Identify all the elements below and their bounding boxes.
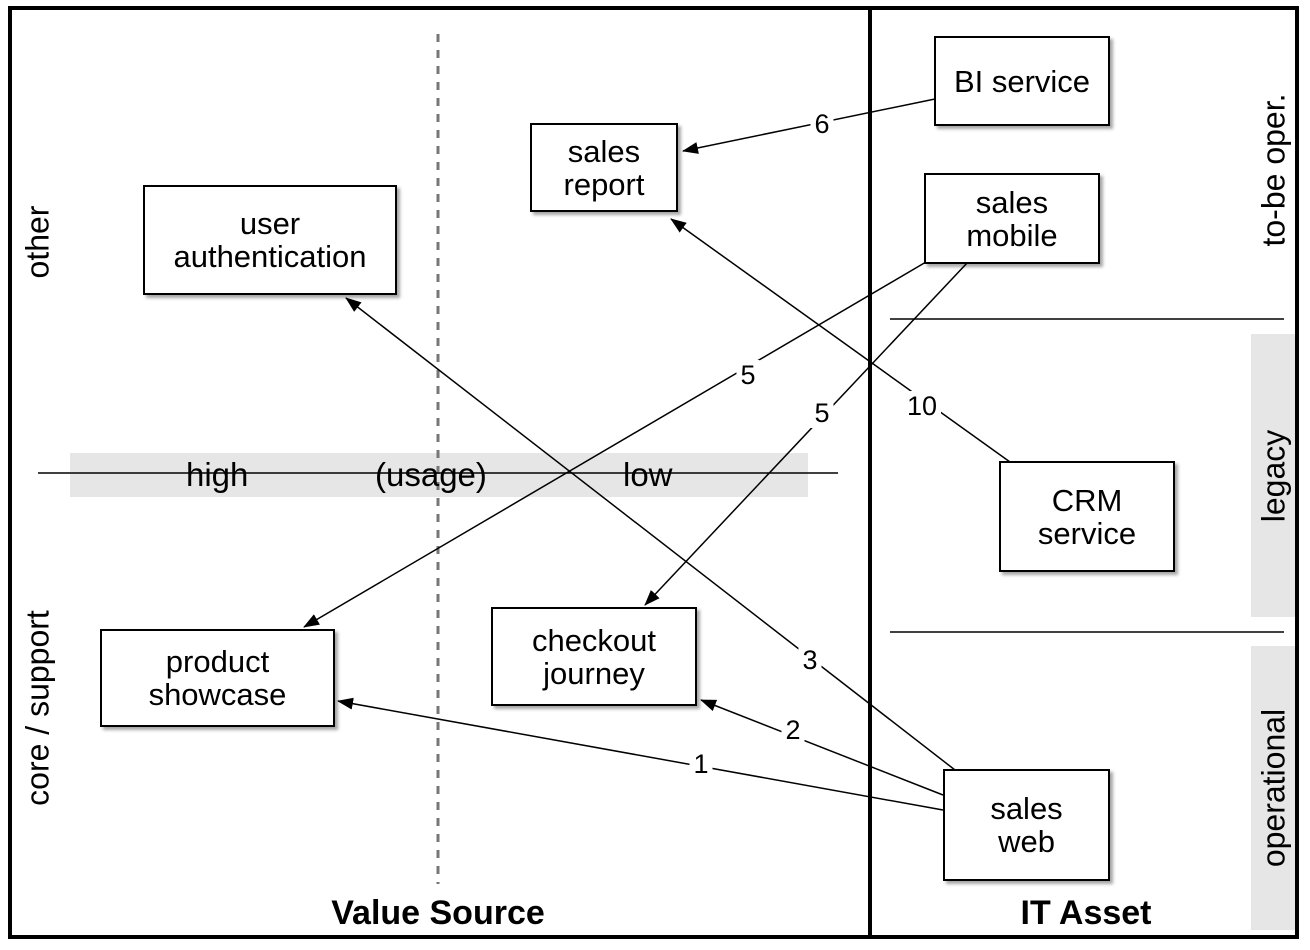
edge-1 bbox=[337, 697, 944, 811]
node-sales-mobile[interactable]: sales mobile bbox=[924, 173, 1100, 264]
lifecycle-label-to-be-oper: to-be oper. bbox=[1255, 93, 1292, 247]
edge-5b bbox=[644, 261, 969, 606]
diagram-frame bbox=[8, 6, 1299, 939]
usage-middle-label: (usage) bbox=[375, 456, 487, 493]
operational-strip bbox=[1251, 646, 1297, 930]
lifecycle-label-legacy: legacy bbox=[1255, 429, 1292, 523]
node-sales-web[interactable]: sales web bbox=[943, 769, 1110, 881]
node-user-authentication-label: user authentication bbox=[173, 206, 367, 274]
edge-2 bbox=[700, 699, 944, 796]
row-label-core-support: core / support bbox=[19, 610, 56, 806]
node-sales-report-label: sales report bbox=[563, 133, 645, 202]
edge-label-1: 1 bbox=[689, 749, 713, 779]
row-label-other: other bbox=[19, 205, 56, 279]
edge-label-10: 10 bbox=[902, 391, 942, 421]
usage-high-label: high bbox=[186, 456, 249, 493]
edge-label-3: 3 bbox=[798, 645, 822, 675]
edge-3 bbox=[345, 297, 956, 771]
edge-label-2: 2 bbox=[781, 715, 805, 745]
edge-6 bbox=[682, 98, 936, 154]
usage-low-label: low bbox=[623, 456, 673, 493]
node-sales-web-label: sales web bbox=[990, 791, 1063, 859]
node-product-showcase-label: product showcase bbox=[148, 644, 287, 712]
lifecycle-label-operational: operational bbox=[1255, 708, 1292, 868]
legacy-strip bbox=[1251, 334, 1297, 617]
node-bi-service-label: BI service bbox=[953, 63, 1091, 99]
node-checkout-journey-label: checkout journey bbox=[531, 622, 657, 691]
node-checkout-journey[interactable]: checkout journey bbox=[491, 607, 697, 706]
value-source-title: Value Source bbox=[331, 894, 545, 932]
edge-5a bbox=[303, 261, 927, 628]
edge-label-5a: 5 bbox=[736, 360, 760, 390]
node-bi-service[interactable]: BI service bbox=[934, 36, 1110, 126]
node-sales-report[interactable]: sales report bbox=[530, 123, 678, 212]
it-asset-title: IT Asset bbox=[1020, 894, 1152, 932]
node-crm-service-label: CRM service bbox=[1037, 482, 1137, 551]
node-crm-service[interactable]: CRM service bbox=[999, 461, 1175, 572]
node-user-authentication[interactable]: user authentication bbox=[143, 185, 397, 295]
edge-label-5b: 5 bbox=[810, 398, 834, 428]
section-divider bbox=[868, 6, 872, 939]
edge-label-6: 6 bbox=[810, 109, 834, 139]
node-sales-mobile-label: sales mobile bbox=[966, 184, 1058, 253]
node-product-showcase[interactable]: product showcase bbox=[100, 629, 335, 727]
edge-10 bbox=[670, 218, 1011, 463]
